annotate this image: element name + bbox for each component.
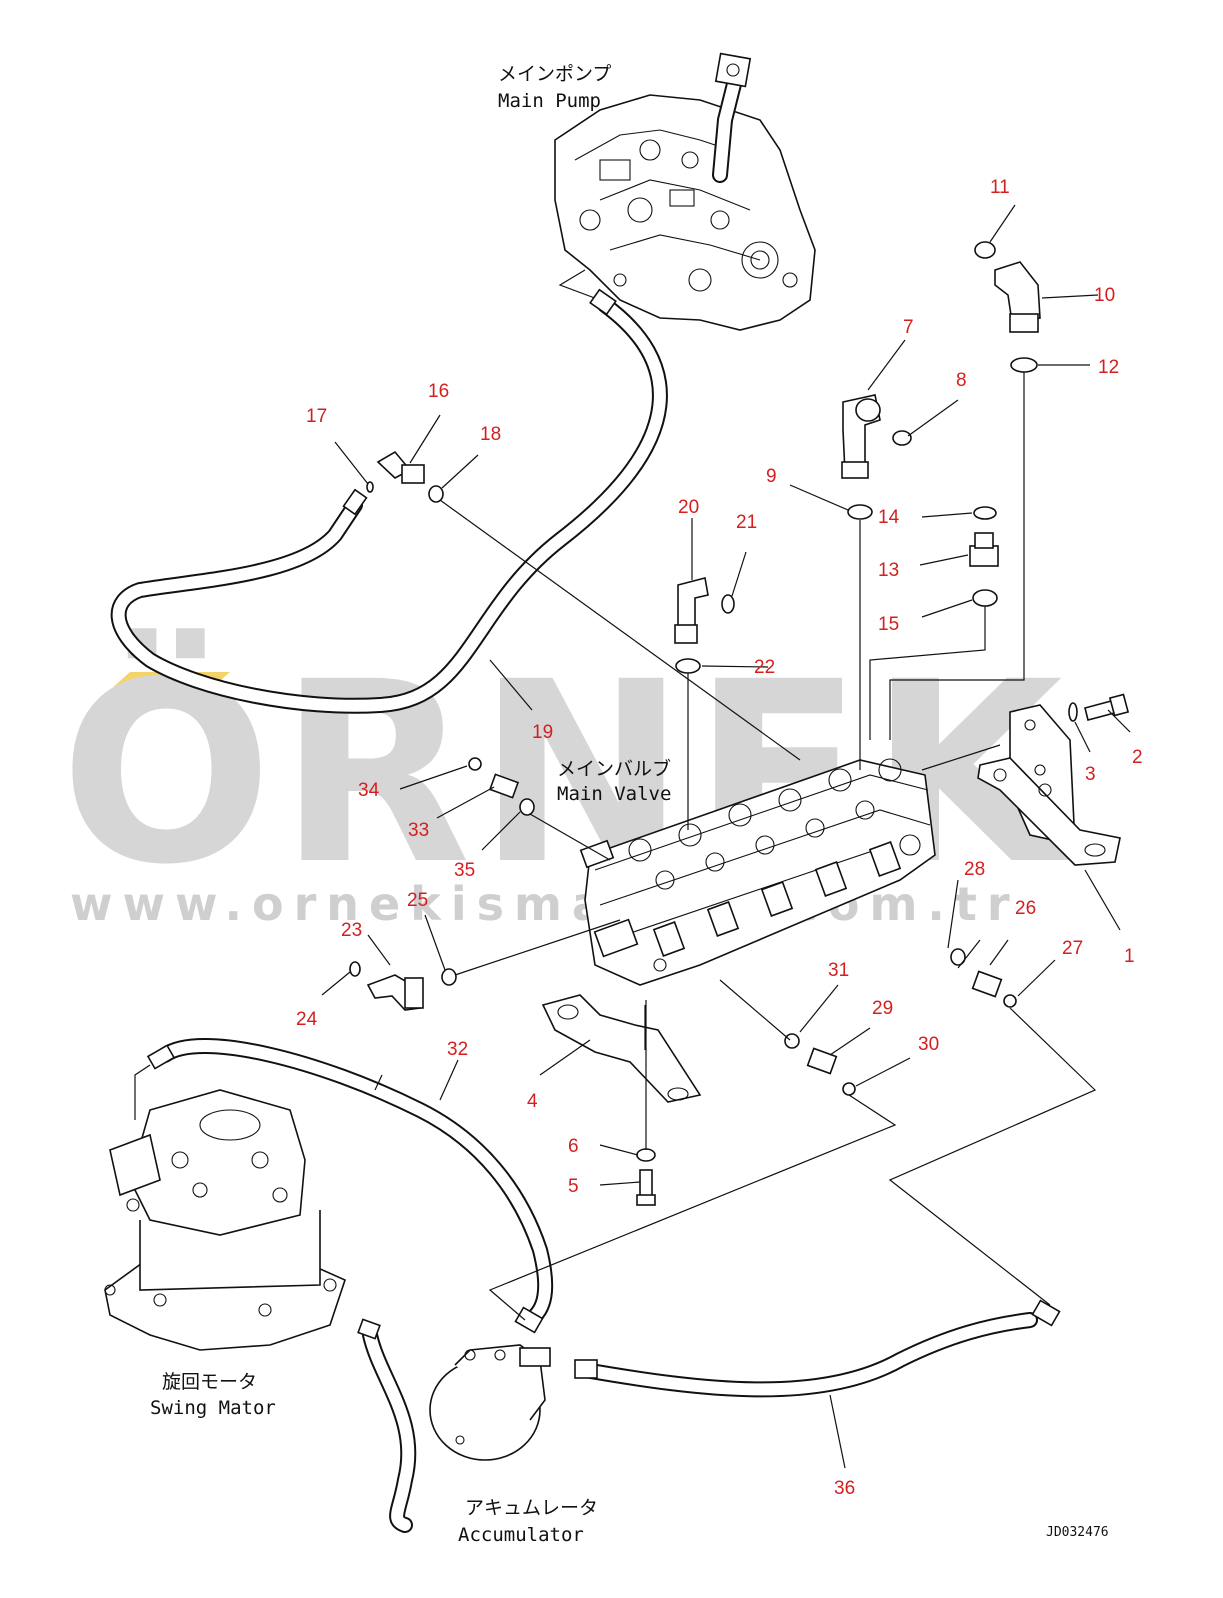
callout-22: 22	[754, 657, 775, 678]
callout-4: 4	[527, 1091, 538, 1112]
callout-24: 24	[296, 1009, 318, 1030]
callout-11: 11	[990, 177, 1010, 198]
o-ring-14	[973, 506, 997, 520]
callout-36: 36	[834, 1478, 855, 1499]
callout-35: 35	[454, 860, 475, 881]
swing-motor-caption-jp: 旋回モータ	[162, 1371, 257, 1393]
callout-21: 21	[736, 512, 757, 533]
callout-29: 29	[872, 998, 893, 1019]
swing-motor-illustration	[104, 1064, 346, 1351]
main-valve-caption-jp: メインバルブ	[557, 757, 671, 780]
callout-31: 31	[828, 960, 849, 981]
main-pump-caption-en: Main Pump	[498, 90, 601, 112]
o-ring-27	[1003, 994, 1017, 1008]
accumulator-caption-jp: アキュムレータ	[465, 1497, 598, 1519]
callout-1: 1	[1124, 946, 1135, 967]
hose-36	[574, 1299, 1061, 1398]
elbow-23	[366, 974, 424, 1011]
callout-6: 6	[568, 1136, 579, 1157]
bolt-2	[1084, 693, 1130, 721]
elbow-10	[994, 261, 1041, 333]
callout-10: 10	[1094, 285, 1115, 306]
callout-27: 27	[1062, 938, 1083, 959]
elbow-16	[376, 450, 425, 484]
o-ring-18	[428, 485, 444, 503]
hose-32	[146, 1038, 554, 1334]
drawing-id: JD032476	[1046, 1525, 1109, 1540]
o-ring-21	[721, 594, 735, 614]
callout-15: 15	[878, 614, 899, 635]
hose-accumulator-pilot	[357, 1318, 417, 1533]
o-ring-12	[1010, 357, 1038, 373]
washer-6	[636, 1148, 656, 1162]
callout-25: 25	[407, 890, 428, 911]
assembly-lines	[439, 372, 1097, 1321]
fitting-26	[971, 970, 1003, 998]
adapter-13	[969, 532, 999, 567]
fitting-33	[488, 773, 520, 799]
callout-20: 20	[678, 497, 699, 518]
o-ring-35	[519, 798, 535, 816]
main-valve-illustration	[579, 758, 936, 986]
o-ring-15	[972, 589, 998, 607]
o-ring-30	[842, 1082, 856, 1096]
callout-26: 26	[1015, 898, 1036, 919]
watermark-accent-mark	[110, 672, 168, 690]
callout-14: 14	[878, 507, 900, 528]
callout-28: 28	[964, 859, 985, 880]
o-ring-31	[784, 1033, 800, 1049]
o-ring-17	[366, 481, 374, 493]
callout-2: 2	[1132, 747, 1143, 768]
callout-7: 7	[903, 317, 914, 338]
o-ring-34	[468, 757, 482, 771]
callout-23: 23	[341, 920, 362, 941]
washer-3	[1068, 702, 1078, 722]
main-pump-caption-jp: メインポンプ	[498, 63, 611, 85]
swing-motor-caption-en: Swing Mator	[150, 1397, 276, 1419]
o-ring-22	[675, 658, 701, 674]
o-ring-9	[847, 504, 873, 520]
callout-19: 19	[532, 722, 553, 743]
callout-17: 17	[306, 406, 327, 427]
callout-9: 9	[766, 466, 777, 487]
o-ring-24	[349, 961, 361, 977]
o-ring-11	[974, 241, 996, 259]
bracket-4	[541, 994, 702, 1103]
o-ring-8	[892, 430, 912, 446]
callout-16: 16	[428, 381, 449, 402]
o-ring-25	[441, 968, 457, 986]
elbow-7	[841, 394, 881, 479]
callout-18: 18	[480, 424, 501, 445]
callout-34: 34	[358, 780, 380, 801]
o-ring-28	[950, 948, 966, 966]
callout-13: 13	[878, 560, 899, 581]
main-pump-illustration	[554, 52, 816, 331]
fitting-29	[806, 1047, 838, 1075]
callout-32: 32	[447, 1039, 468, 1060]
callout-numbers: 1 2 3 4 5 6 7 8 9 10 11 12 13 14 15 16 1…	[296, 177, 1143, 1499]
callout-5: 5	[568, 1176, 579, 1197]
callout-8: 8	[956, 370, 967, 391]
main-valve-caption-en: Main Valve	[557, 783, 671, 805]
hose-19	[110, 288, 668, 714]
callout-3: 3	[1085, 764, 1096, 785]
elbow-20	[674, 577, 709, 644]
bracket-1	[977, 704, 1121, 866]
bolt-5	[636, 1169, 656, 1206]
callout-33: 33	[408, 820, 429, 841]
callout-12: 12	[1098, 357, 1119, 378]
callout-30: 30	[918, 1034, 939, 1055]
leader-lines	[321, 204, 1131, 1469]
accumulator-caption-en: Accumulator	[458, 1524, 584, 1546]
accumulator-illustration	[429, 1344, 551, 1461]
